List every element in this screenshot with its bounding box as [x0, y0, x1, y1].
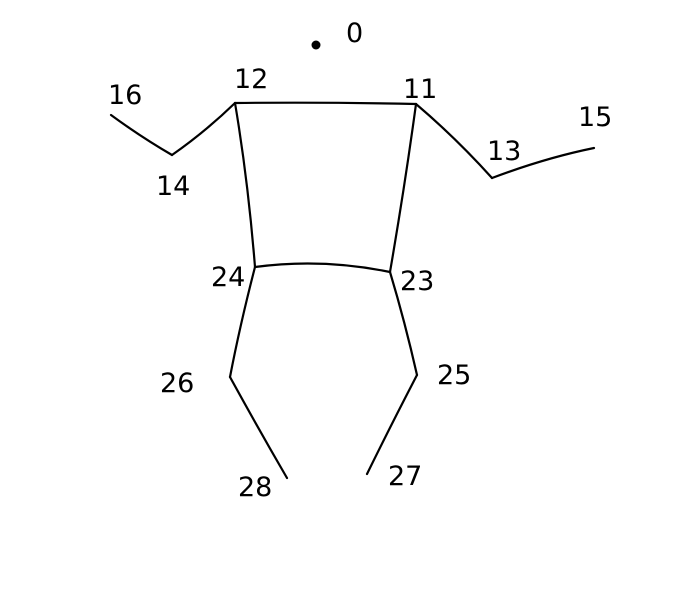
label-12: 12 [234, 64, 268, 95]
bone-25-27 [365, 373, 419, 476]
bone-11-13 [414, 102, 494, 180]
bone-12-14 [170, 101, 237, 157]
label-0: 0 [346, 18, 363, 49]
bone-13-15 [490, 146, 596, 180]
label-28: 28 [238, 472, 272, 503]
bone-14-16 [109, 113, 174, 157]
skeleton-bones [109, 101, 596, 480]
label-24: 24 [211, 262, 245, 293]
bone-26-28 [228, 375, 289, 480]
label-23: 23 [400, 266, 434, 297]
label-27: 27 [388, 461, 422, 492]
label-11: 11 [403, 74, 437, 105]
bone-12-11 [233, 101, 418, 106]
bone-23-25 [388, 270, 419, 377]
nose-dot [311, 40, 321, 50]
label-15: 15 [578, 102, 612, 133]
bone-24-23 [253, 262, 392, 274]
label-26: 26 [160, 368, 194, 399]
bone-11-23 [388, 102, 418, 274]
label-16: 16 [108, 80, 142, 111]
label-25: 25 [437, 360, 471, 391]
bone-12-24 [233, 101, 257, 269]
bone-24-26 [228, 265, 257, 379]
label-14: 14 [156, 171, 190, 202]
label-13: 13 [487, 136, 521, 167]
